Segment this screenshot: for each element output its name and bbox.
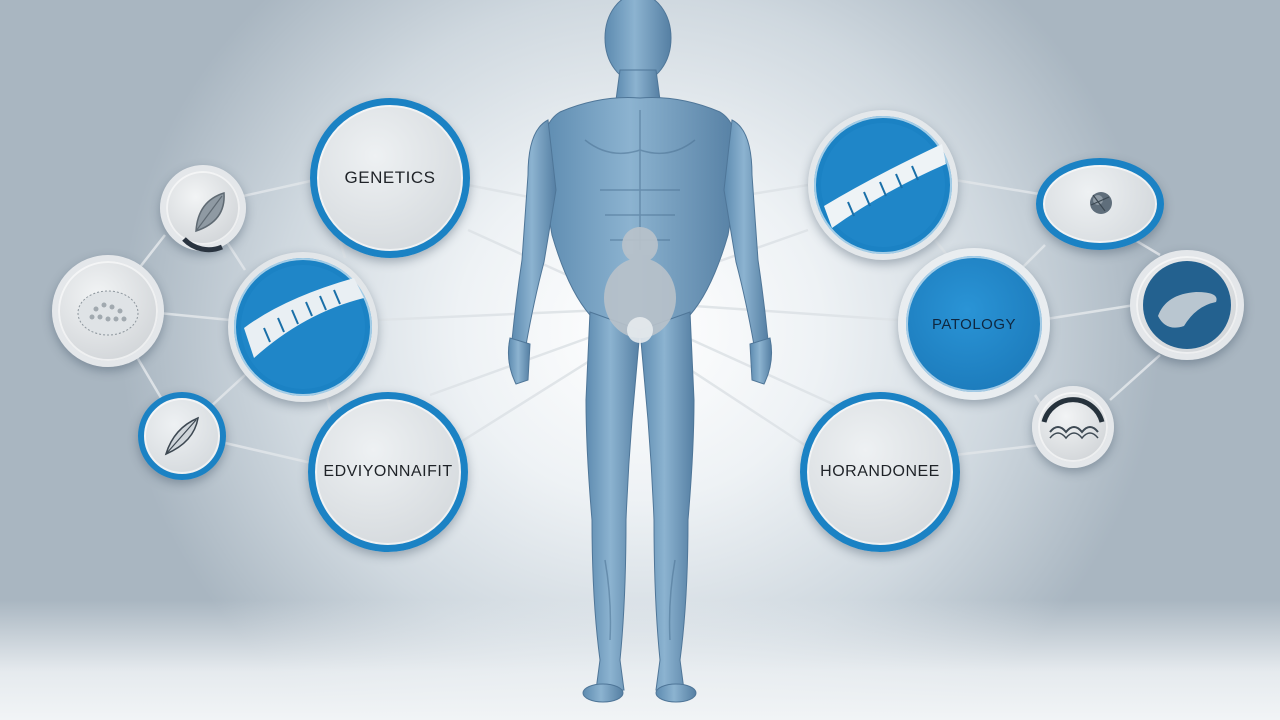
leaf-node — [160, 165, 246, 253]
floor-glow — [0, 600, 1280, 720]
feather-node — [138, 392, 226, 480]
cell-cluster-icon — [77, 290, 139, 336]
tissue-icon — [1041, 397, 1105, 440]
cell-cluster-node — [52, 255, 164, 367]
brain-icon — [1090, 192, 1112, 214]
liver-node — [1130, 250, 1244, 360]
genetics-node[interactable]: GENETICS — [310, 98, 470, 258]
dna-helix-icon — [821, 123, 946, 247]
feather-icon — [164, 416, 199, 456]
environment-label: EDVIYONNAIFIT — [323, 463, 453, 480]
liver-icon — [1143, 261, 1231, 349]
hormones-node[interactable]: HORANDONEE — [800, 392, 960, 552]
pathology-node[interactable]: PATOLOGY — [898, 248, 1050, 400]
dna-node-left — [228, 252, 378, 402]
environment-node[interactable]: EDVIYONNAIFIT — [308, 392, 468, 552]
hormones-label: HORANDONEE — [820, 463, 940, 480]
tissue-node — [1032, 386, 1114, 468]
pathology-label: PATOLOGY — [931, 315, 1017, 333]
dna-helix-icon — [241, 265, 365, 389]
dna-node-right — [808, 110, 958, 260]
genetics-label: GENETICS — [344, 168, 436, 187]
brain-node — [1036, 158, 1164, 250]
leaf-icon — [182, 192, 225, 253]
